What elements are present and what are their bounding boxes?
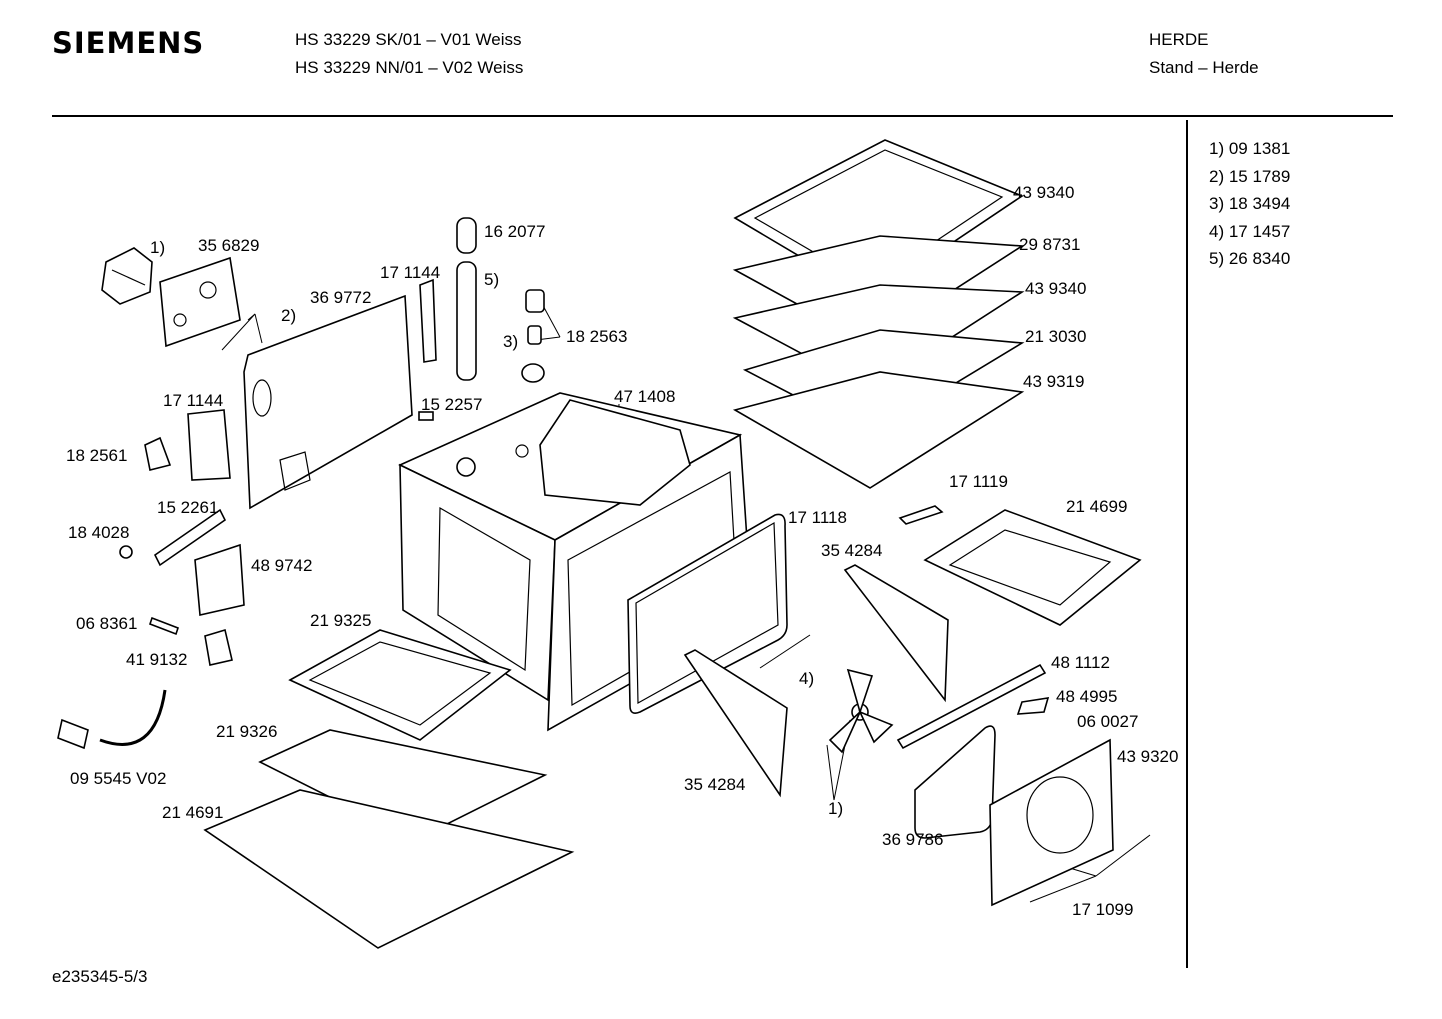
part-label: 21 9325 (310, 611, 371, 630)
part-label: 36 9772 (310, 288, 371, 307)
oven-lamp (521, 289, 545, 383)
part-label: 17 1119 (949, 472, 1008, 491)
rear-heating-element (896, 663, 1047, 839)
part-label: 47 1408 (614, 387, 675, 406)
header-divider (52, 115, 1393, 117)
hinge-bracket (187, 278, 437, 481)
legend-item: 5) 26 8340 (1209, 249, 1291, 268)
model-line: HS 33229 NN/01 – V02 Weiss (295, 58, 524, 77)
bottom-plates (203, 729, 575, 949)
legend-item: 4) 17 1457 (1209, 221, 1291, 241)
part-label: 15 2261 (157, 498, 218, 517)
part-label: 16 2077 (484, 222, 545, 241)
part-label: 29 8731 (1019, 235, 1080, 254)
model-line: HS 33229 SK/01 – V01 Weiss (295, 30, 522, 49)
category-line: HERDE (1149, 30, 1209, 49)
part-label: 43 9319 (1023, 372, 1084, 391)
part-label: 35 4284 (821, 541, 882, 560)
part-label: 17 1118 (788, 508, 847, 527)
part-label: 15 2257 (421, 395, 482, 414)
part-label: 43 9340 (1025, 279, 1086, 298)
part-label: 3) (503, 332, 518, 351)
document-id: e235345-5/3 (52, 967, 148, 986)
steam-pipe (456, 217, 477, 381)
part-label: 2) (281, 306, 296, 325)
door-seal (627, 513, 788, 714)
model-designation: HS 33229 SK/01 – V01 Weiss HS 33229 NN/0… (295, 26, 523, 82)
part-label: 21 4691 (162, 803, 223, 822)
part-label: 21 9326 (216, 722, 277, 741)
part-label: 18 2563 (566, 327, 627, 346)
part-label: 1) (150, 238, 165, 257)
power-cord (57, 689, 167, 750)
part-label: 35 4284 (684, 775, 745, 794)
appliance-category: HERDE Stand – Herde (1149, 26, 1259, 82)
part-labels: 1) 35 6829 2) 36 9772 17 1144 16 2077 5)… (66, 183, 1178, 919)
part-label: 18 2561 (66, 446, 127, 465)
part-label: 36 9786 (882, 830, 943, 849)
small-parts (119, 411, 1050, 715)
grill-element (898, 505, 1142, 626)
part-label: 21 3030 (1025, 327, 1086, 346)
rear-panel (243, 294, 413, 510)
leader-lines (221, 299, 1151, 903)
fan-cover (989, 738, 1114, 907)
part-label: 09 5545 V02 (70, 769, 166, 788)
rack-guides (683, 564, 949, 798)
part-label: 48 9742 (251, 556, 312, 575)
part-label: 4) (799, 669, 814, 688)
legend-divider (1186, 120, 1188, 968)
selector-switch (101, 247, 153, 305)
part-label: 1) (828, 799, 843, 818)
legend-item: 2) 15 1789 (1209, 166, 1291, 186)
part-label: 18 4028 (68, 523, 129, 542)
baking-trays (732, 139, 1025, 489)
part-label: 5) (484, 270, 499, 289)
siemens-logo: SIEMENS (52, 26, 205, 60)
part-label: 21 4699 (1066, 497, 1127, 516)
legend-item: 3) 18 3494 (1209, 194, 1291, 213)
part-label: 43 9340 (1013, 183, 1074, 202)
footnote-legend: 1) 09 1381 2) 15 1789 3) 18 3494 4) 17 1… (1209, 135, 1290, 273)
part-label: 17 1144 (380, 263, 440, 282)
oven-cavity (398, 392, 753, 732)
category-line: Stand – Herde (1149, 58, 1259, 77)
insulation-mat (539, 399, 691, 506)
part-label: 43 9320 (1117, 747, 1178, 766)
part-label: 17 1144 (163, 391, 223, 410)
part-label: 48 1112 (1051, 653, 1110, 672)
part-label: 48 4995 (1056, 687, 1117, 706)
lower-heating-element (288, 629, 512, 741)
part-label: 17 1099 (1072, 900, 1133, 919)
control-bracket (159, 256, 241, 348)
part-label: 35 6829 (198, 236, 259, 255)
part-label: 41 9132 (126, 650, 187, 669)
part-label: 06 0027 (1077, 712, 1138, 731)
part-label: 06 8361 (76, 614, 137, 633)
convection-fan (828, 668, 894, 754)
legend-item: 1) 09 1381 (1209, 139, 1291, 158)
